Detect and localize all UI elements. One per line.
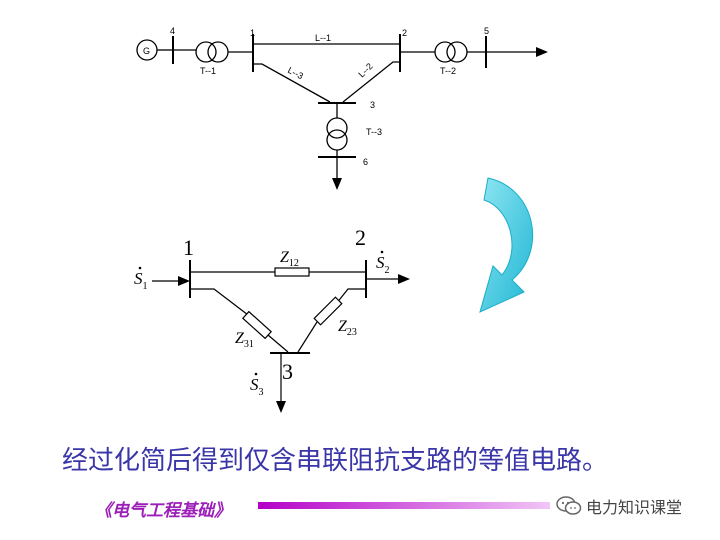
s3-label: S3 bbox=[250, 372, 264, 398]
wechat-account-name: 电力知识课堂 bbox=[586, 498, 683, 517]
wechat-watermark: 电力知识课堂 bbox=[556, 494, 682, 518]
transformer-t3-symbol bbox=[326, 117, 348, 151]
generator-symbol bbox=[136, 39, 173, 61]
node-1-label: 1 bbox=[183, 235, 194, 260]
impedance-z31-resistor bbox=[241, 310, 273, 340]
bus-5-label: 5 bbox=[484, 26, 489, 36]
line-l2 bbox=[342, 61, 400, 103]
svg-text:S2: S2 bbox=[376, 253, 390, 276]
original-network-labels: G 4 1 2 5 3 6 T--1 T--2 T--3 L--1 L--3 L… bbox=[143, 26, 489, 167]
transformer-t2-symbol bbox=[434, 41, 468, 63]
z12-label: Z12 bbox=[280, 249, 299, 269]
generator-label: G bbox=[143, 46, 150, 56]
wechat-icon bbox=[556, 496, 582, 515]
course-title: 《电气工程基础》 bbox=[95, 501, 231, 521]
transformer-t2-label: T--2 bbox=[440, 66, 456, 76]
z31-label: Z31 bbox=[235, 330, 254, 350]
z23-label: Z23 bbox=[338, 318, 357, 338]
slide-caption: 经过化简后得到仅含串联阻抗支路的等值电路。 bbox=[62, 446, 609, 476]
node-2-label: 2 bbox=[355, 225, 366, 250]
transformer-t1-symbol bbox=[195, 41, 229, 63]
impedance-z23-resistor bbox=[313, 296, 343, 326]
line-l1-label: L--1 bbox=[315, 33, 331, 43]
equivalent-circuit-labels: 1 2 3 Z12 Z23 Z31 S1 S2 S3 bbox=[134, 225, 390, 398]
s2-label: S2 bbox=[376, 250, 390, 276]
svg-text:S1: S1 bbox=[134, 269, 148, 292]
bus-4-label: 4 bbox=[170, 26, 175, 36]
curved-transition-arrow bbox=[479, 177, 534, 313]
transformer-t3-label: T--3 bbox=[366, 127, 382, 137]
line-l3 bbox=[253, 63, 331, 103]
svg-text:S3: S3 bbox=[250, 375, 264, 398]
s1-label: S1 bbox=[134, 266, 148, 292]
footer-gradient-bar bbox=[258, 502, 550, 509]
bus-6-label: 6 bbox=[363, 157, 368, 167]
bus-2-label: 2 bbox=[402, 28, 407, 38]
node-3-label: 3 bbox=[282, 359, 293, 384]
bus-3-label: 3 bbox=[370, 100, 375, 110]
bus-1-label: 1 bbox=[250, 28, 255, 38]
line-l2-label: L--2 bbox=[356, 61, 374, 79]
transformer-t1-label: T--1 bbox=[200, 66, 216, 76]
equivalent-circuit bbox=[152, 260, 410, 413]
original-network-schematic bbox=[136, 34, 548, 190]
impedance-z12-resistor bbox=[274, 267, 310, 277]
